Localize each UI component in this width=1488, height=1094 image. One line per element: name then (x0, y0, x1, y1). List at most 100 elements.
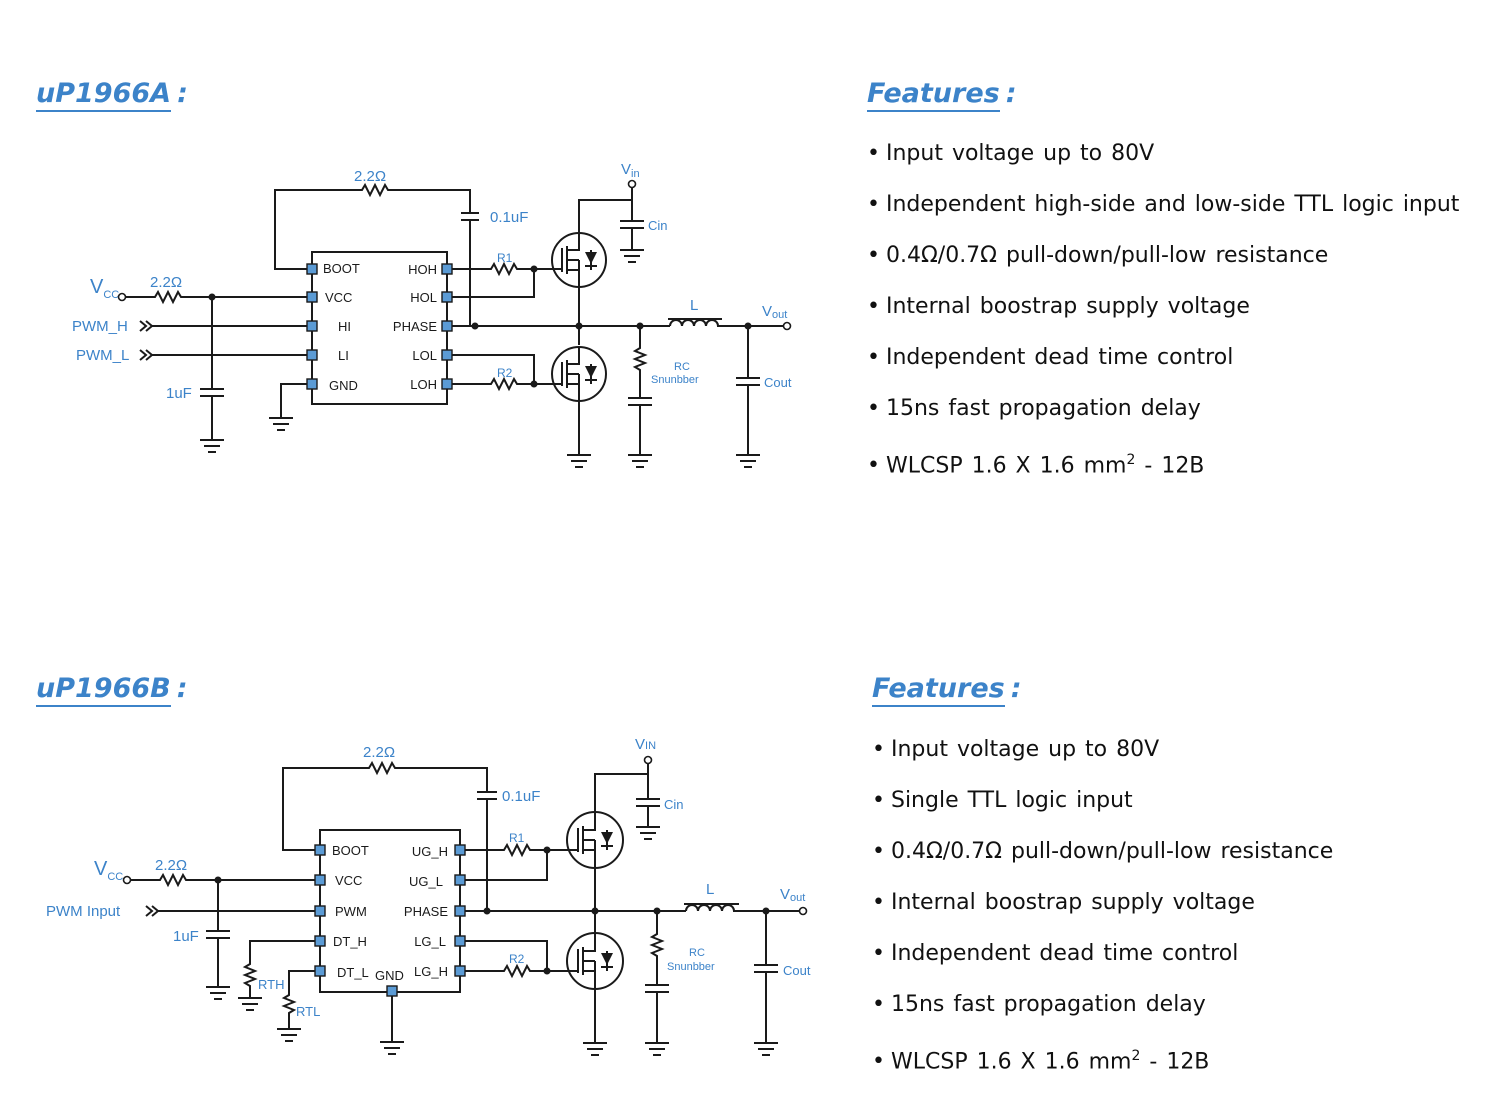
chip-body (311, 251, 448, 405)
input-label: PWM Input (46, 903, 121, 920)
pin-ug-h (454, 844, 466, 856)
cout-cap (754, 911, 778, 1056)
pin-label: UG_L (409, 874, 443, 889)
r1-label: R1 (509, 831, 525, 845)
pin-label: VCC (325, 290, 352, 305)
r1-resistor (465, 842, 566, 858)
inductor-label: L (706, 881, 714, 898)
feature-item: Independent dead time control (872, 941, 1333, 992)
cin-cap (594, 764, 660, 840)
pin-label: GND (375, 968, 404, 983)
pin-dt-h (314, 935, 326, 947)
cin-label: Cin (664, 797, 684, 812)
feature-item: Internal boostrap supply voltage (872, 890, 1333, 941)
pin-label: GND (329, 378, 358, 393)
input-label: PWM_L (76, 347, 129, 364)
section-a-title: uP1966A: (36, 78, 188, 112)
pin-label: DT_L (337, 965, 369, 980)
features-a-title: Features: (867, 78, 1017, 112)
low-fet-ground (567, 401, 591, 468)
rc-snubber (628, 326, 652, 468)
pin-label: VCC (335, 873, 362, 888)
boot-cap (477, 791, 497, 911)
snubber-label: Snunbber (667, 961, 715, 973)
vcc-terminal (117, 292, 127, 302)
boot-cap (461, 212, 479, 326)
pin-label: LOL (412, 348, 437, 363)
vcc-resistor-label: 2.2Ω (150, 274, 182, 291)
section-a-title-text: uP1966A (36, 78, 172, 112)
section-b-title: uP1966B: (36, 673, 188, 707)
rtl-resistor (277, 970, 315, 1042)
cout-cap (736, 326, 760, 468)
pin-ug-l (454, 874, 466, 886)
pin-label: HOL (410, 290, 437, 305)
pin-phase (454, 905, 466, 917)
feature-item: Single TTL logic input (872, 788, 1333, 839)
inductor-label: L (690, 297, 698, 314)
r2-label: R2 (509, 952, 525, 966)
pin-lg-h (454, 965, 466, 977)
schematic-a: BOOT VCC HI LI GND HOH HOL PHASE LOL LOH… (72, 161, 792, 468)
schematic-b: BOOT VCC PWM DT_H DT_L UG_H UG_L PHASE L… (46, 736, 811, 1056)
pwm-h-wire (139, 320, 307, 332)
feature-item-package: WLCSP 1.6 X 1.6 mm2 - 12B (872, 1043, 1333, 1094)
vout-terminal (782, 321, 792, 331)
pin-label: LOH (410, 377, 437, 392)
vcc-cap (200, 297, 224, 453)
pin-label: BOOT (323, 261, 360, 276)
inductor (669, 319, 785, 327)
lol-wire (452, 354, 535, 384)
snubber-label: RC (689, 947, 705, 959)
r2-resistor (465, 963, 566, 979)
vin-terminal (643, 755, 653, 765)
lg-l-wire (465, 940, 548, 971)
body-diode-icon (585, 252, 597, 264)
gnd-symbol (269, 383, 307, 431)
rth-resistor (238, 940, 315, 1011)
vcc-label: VCC (94, 858, 123, 883)
r1-resistor (452, 261, 550, 277)
vcc-terminal (122, 875, 132, 885)
cout-label: Cout (764, 375, 792, 390)
feature-item: Input voltage up to 80V (872, 737, 1333, 788)
pin-label: PHASE (393, 319, 437, 334)
boot-cap-label: 0.1uF (502, 788, 540, 805)
feature-item: Independent high-side and low-side TTL l… (867, 192, 1459, 243)
cin-label: Cin (648, 218, 668, 233)
vin-label: VIN (635, 736, 656, 753)
feature-item: 0.4Ω/0.7Ω pull-down/pull-low resistance (867, 243, 1459, 294)
body-diode-icon (601, 832, 613, 844)
feature-item: 15ns fast propagation delay (872, 992, 1333, 1043)
features-a-list: Input voltage up to 80V Independent high… (867, 141, 1459, 498)
features-a-title-text: Features (867, 78, 1000, 112)
vin-terminal (627, 179, 637, 189)
pin-label: LI (338, 348, 349, 363)
rc-snubber (645, 911, 669, 1056)
boot-cap-label: 0.1uF (490, 209, 528, 226)
hol-wire (452, 269, 535, 298)
chip-body (319, 829, 461, 993)
feature-item: 15ns fast propagation delay (867, 396, 1459, 447)
pin-label: PHASE (404, 904, 448, 919)
pin-boot (314, 844, 326, 856)
feature-item-package: WLCSP 1.6 X 1.6 mm2 - 12B (867, 447, 1459, 498)
rtl-label: RTL (296, 1004, 320, 1019)
pin-label: HOH (408, 262, 437, 277)
input-label: PWM_H (72, 318, 128, 335)
vcc-label: VCC (90, 276, 119, 301)
vcc-resistor (126, 289, 307, 305)
pwm-wire (145, 905, 315, 917)
vcc-resistor-label: 2.2Ω (155, 857, 187, 874)
low-fet-ground (583, 989, 607, 1056)
vout-label: Vout (780, 886, 805, 904)
pin-gnd (386, 985, 398, 997)
boot-resistor (282, 760, 488, 851)
boot-resistor-label: 2.2Ω (363, 744, 395, 761)
rth-label: RTH (258, 977, 284, 992)
vcc-cap-label: 1uF (173, 928, 199, 945)
feature-item: Internal boostrap supply voltage (867, 294, 1459, 345)
features-b-list: Input voltage up to 80V Single TTL logic… (872, 737, 1333, 1094)
junction-dot (471, 322, 479, 330)
pin-dt-l (314, 965, 326, 977)
